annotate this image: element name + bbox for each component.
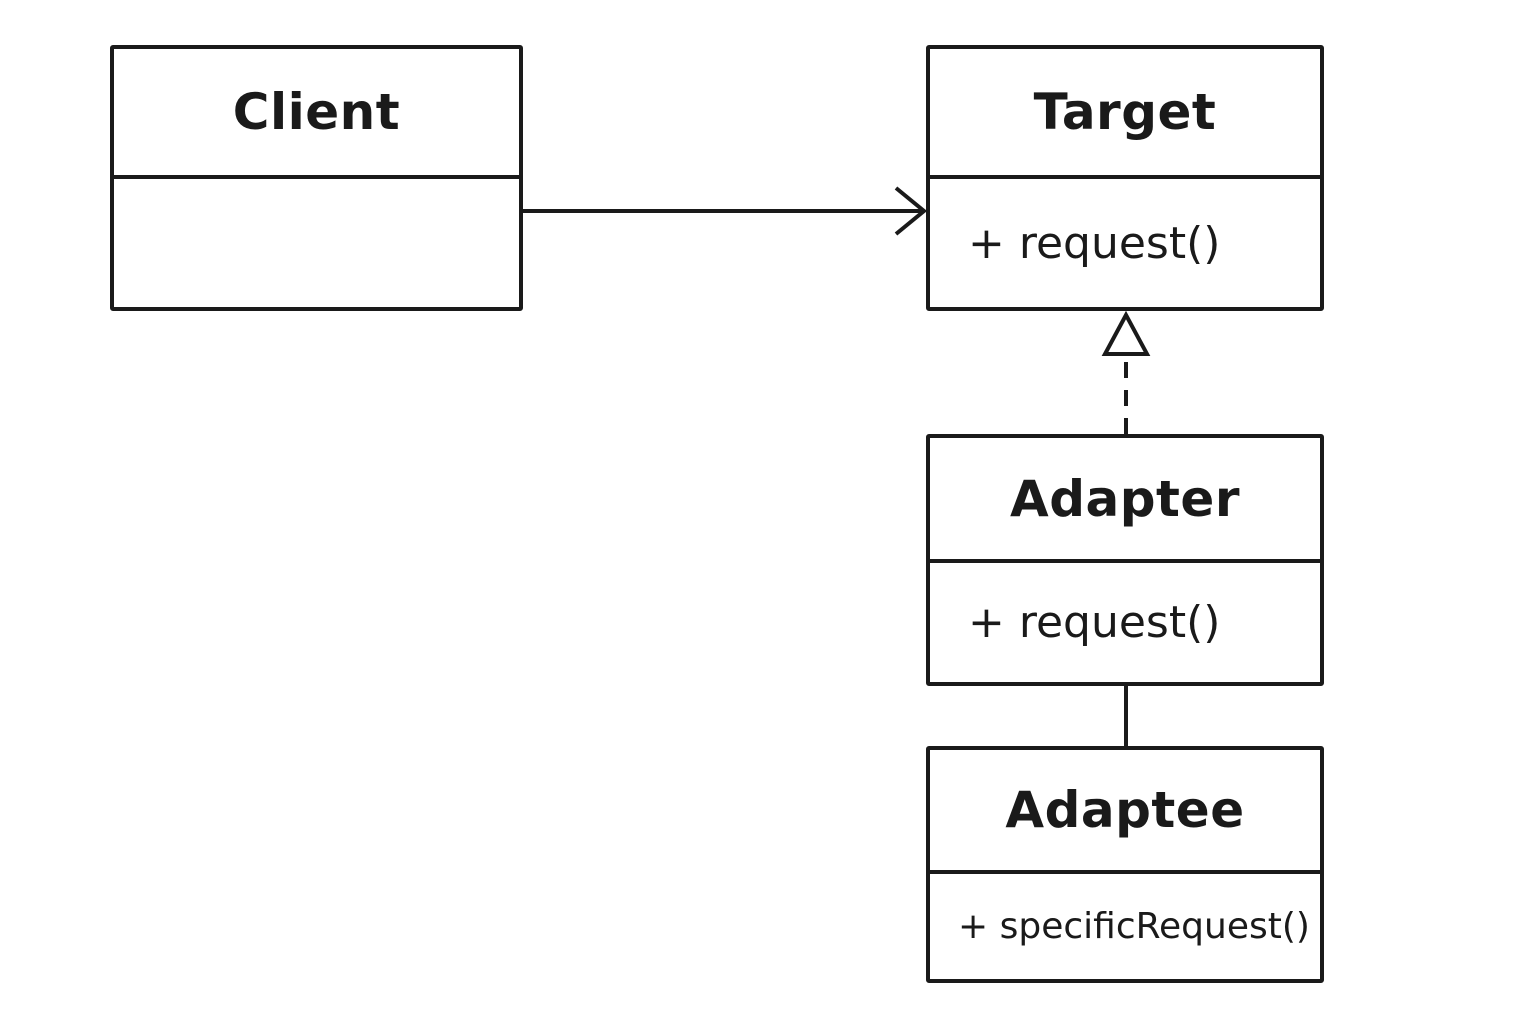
class-operations-empty — [114, 179, 519, 307]
class-name: Target — [930, 49, 1320, 179]
class-box-adaptee: Adaptee + specificRequest() — [926, 746, 1324, 983]
class-operation: + request() — [968, 597, 1221, 648]
class-name: Adapter — [930, 438, 1320, 563]
class-box-adapter: Adapter + request() — [926, 434, 1324, 686]
class-operation: + specificRequest() — [958, 906, 1310, 947]
class-box-client: Client — [110, 45, 523, 311]
open-arrowhead — [894, 186, 928, 236]
class-name: Client — [114, 49, 519, 179]
class-operation: + request() — [968, 217, 1221, 269]
class-name: Adaptee — [930, 750, 1320, 874]
class-box-target: Target + request() — [926, 45, 1324, 311]
realization-adapter-target — [1101, 310, 1151, 434]
hollow-triangle-arrowhead — [1101, 310, 1151, 356]
association-client-target — [523, 186, 928, 236]
